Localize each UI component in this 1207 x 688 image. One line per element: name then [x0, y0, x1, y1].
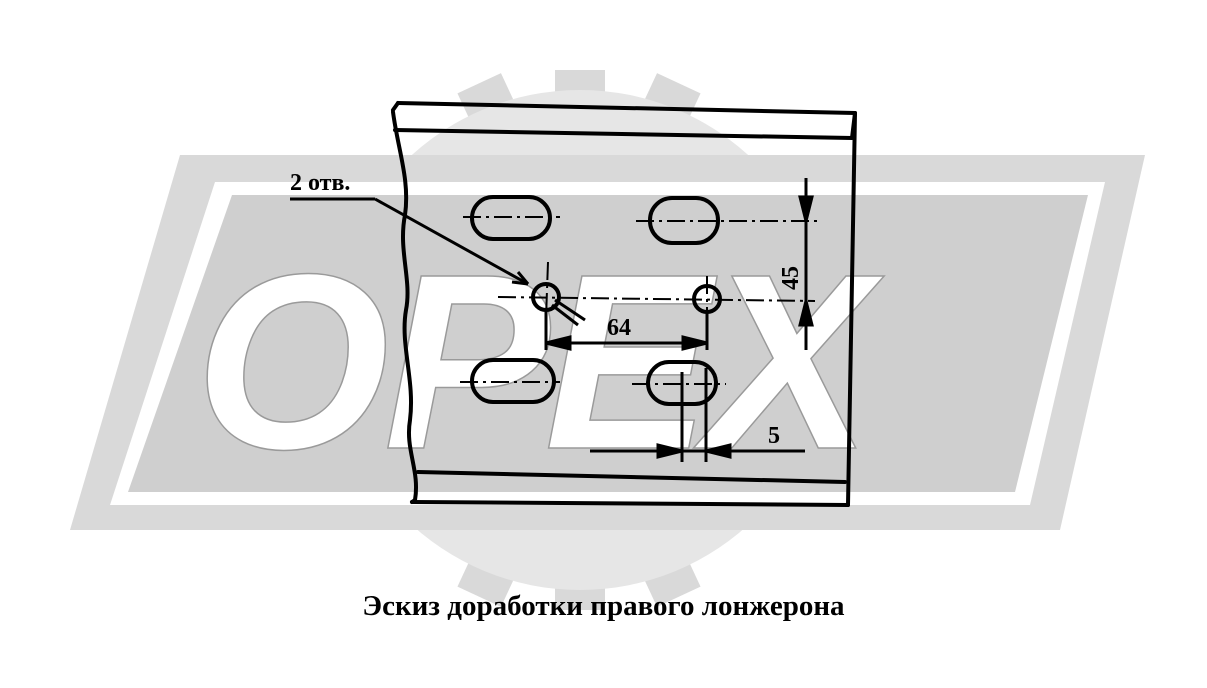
dimension-64 [544, 298, 709, 351]
dimension-64-label: 64 [607, 315, 631, 341]
hole-leader [290, 197, 530, 286]
spar-outline [391, 101, 857, 507]
figure-caption: Эскиз доработки правого лонжерона [362, 590, 845, 622]
dimension-5-label: 5 [768, 423, 780, 449]
hole-callout-label: 2 отв. [290, 170, 350, 196]
dimension-45 [798, 178, 814, 350]
dimension-45-label: 45 [778, 266, 804, 290]
dimension-5 [590, 368, 805, 462]
